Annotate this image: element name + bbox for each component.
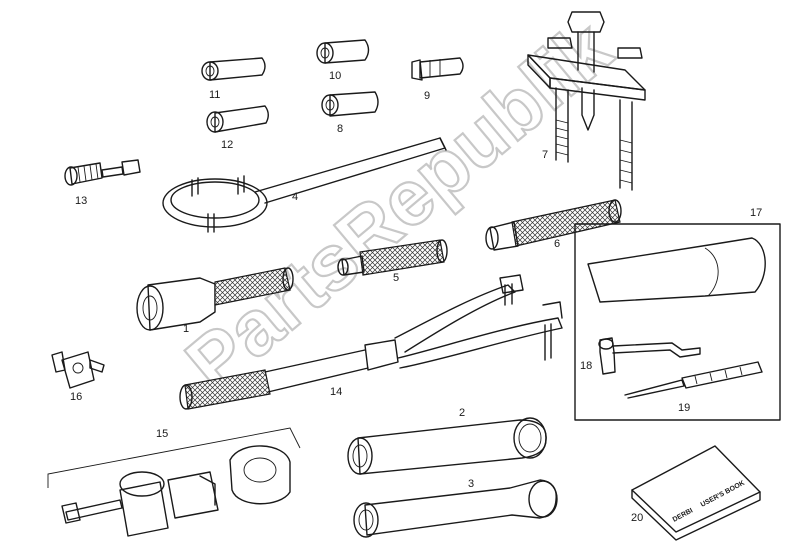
tool-6-knurled xyxy=(485,199,622,251)
tool-15-puller-set xyxy=(47,427,301,537)
tool-14-fork-handle xyxy=(179,274,563,410)
tool-16-clip xyxy=(51,351,105,389)
tool-5-knurled xyxy=(337,239,448,276)
label-17: 17 xyxy=(750,207,762,219)
svg-text:USER'S BOOK: USER'S BOOK xyxy=(700,480,746,509)
label-1: 1 xyxy=(183,323,189,335)
label-13: 13 xyxy=(75,195,87,207)
label-6: 6 xyxy=(554,238,560,250)
tool-13-screw xyxy=(64,159,141,186)
tool-kit-box-17 xyxy=(574,223,781,421)
svg-text:PartsRepublik: PartsRepublik xyxy=(169,3,628,408)
label-8: 8 xyxy=(337,123,343,135)
label-14: 14 xyxy=(330,386,342,398)
label-2: 2 xyxy=(459,407,465,419)
label-5: 5 xyxy=(393,272,399,284)
tool-7-puller xyxy=(527,11,646,191)
label-16: 16 xyxy=(70,391,82,403)
tool-12-sleeve xyxy=(206,105,269,133)
label-18: 18 xyxy=(580,360,592,372)
tool-2-tube xyxy=(347,417,547,475)
label-10: 10 xyxy=(329,70,341,82)
watermark: PartsRepublik xyxy=(168,2,629,409)
label-15: 15 xyxy=(156,428,168,440)
label-20: 20 xyxy=(631,512,643,524)
tool-11-sleeve xyxy=(201,57,266,81)
tool-3-tube xyxy=(353,479,558,538)
svg-text:DERBI: DERBI xyxy=(672,507,695,523)
tool-8-sleeve xyxy=(321,91,379,117)
tool-20-users-book: DERBI USER'S BOOK xyxy=(631,445,761,541)
tool-1-sleeve-handle xyxy=(136,267,294,331)
tool-9-socket xyxy=(411,57,464,81)
label-4: 4 xyxy=(292,191,298,203)
label-11: 11 xyxy=(209,89,220,101)
tool-10-sleeve xyxy=(316,39,370,64)
label-7: 7 xyxy=(542,149,548,161)
tool-4-pin-wrench xyxy=(162,137,447,233)
label-9: 9 xyxy=(424,90,430,102)
label-12: 12 xyxy=(221,139,233,151)
label-3: 3 xyxy=(468,478,474,490)
label-19: 19 xyxy=(678,402,690,414)
callout-labels: 11 10 9 12 8 7 13 4 17 6 5 1 18 14 16 19… xyxy=(70,70,762,524)
